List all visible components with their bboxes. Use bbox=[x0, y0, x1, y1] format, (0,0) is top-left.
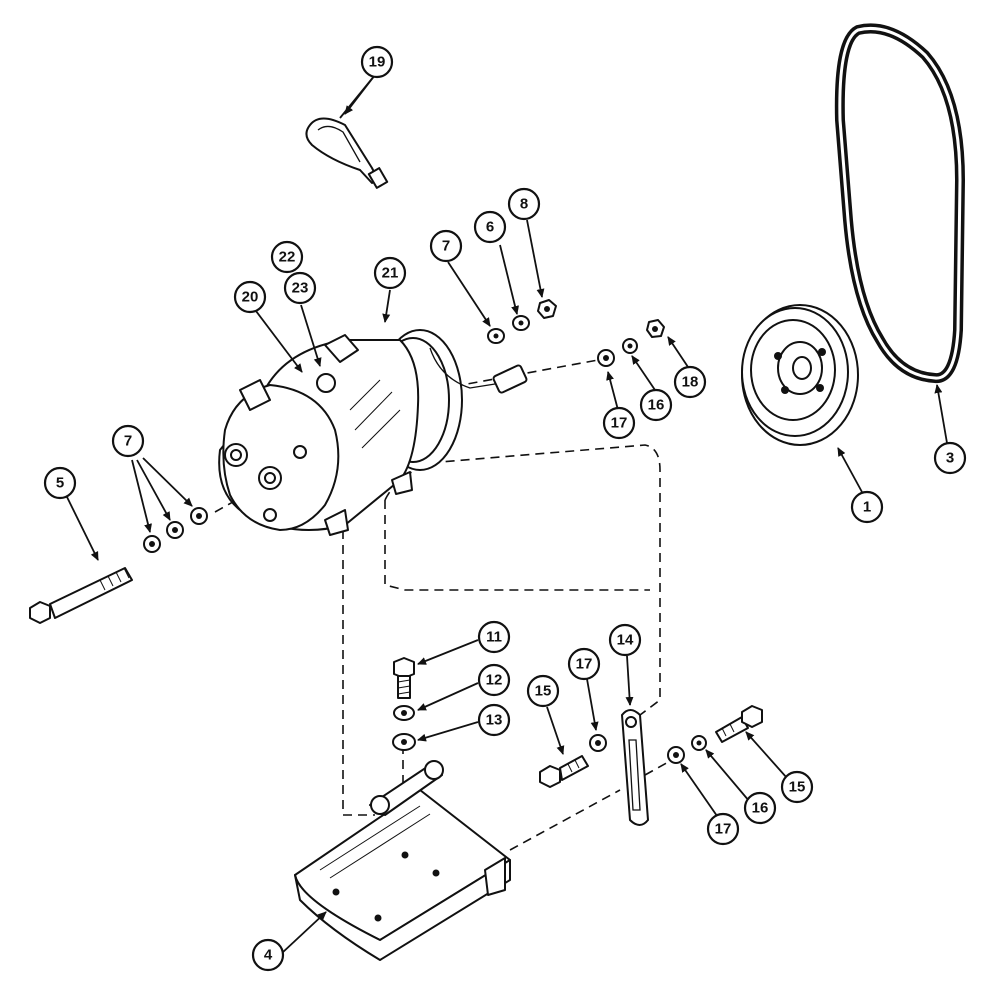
callout-1: 1 bbox=[850, 490, 884, 524]
callout-15-left: 15 bbox=[526, 674, 560, 708]
callout-11: 11 bbox=[477, 620, 511, 654]
callout-7-upper-label: 7 bbox=[442, 238, 450, 255]
callout-17-middle: 17 bbox=[567, 647, 601, 681]
callout-22-label: 22 bbox=[279, 249, 296, 266]
assembly-dash-lines bbox=[214, 324, 673, 851]
drive-belt bbox=[834, 23, 965, 383]
callout-15-right-label: 15 bbox=[789, 779, 806, 796]
callout-3-label: 3 bbox=[946, 450, 954, 467]
callout-16-lower-label: 16 bbox=[752, 800, 769, 817]
callout-17-upper: 17 bbox=[602, 406, 636, 440]
callout-4-label: 4 bbox=[264, 947, 273, 964]
callout-7-left: 7 bbox=[111, 424, 145, 458]
callout-17-upper-label: 17 bbox=[611, 415, 628, 432]
callout-5-label: 5 bbox=[56, 475, 64, 492]
callout-12-label: 12 bbox=[486, 672, 503, 689]
pulley bbox=[741, 304, 859, 446]
strap-part bbox=[305, 117, 389, 189]
callout-5: 5 bbox=[43, 466, 77, 500]
callout-4: 4 bbox=[251, 938, 285, 972]
callout-14-label: 14 bbox=[617, 632, 634, 649]
callout-6-label: 6 bbox=[486, 219, 494, 236]
callout-7-left-label: 7 bbox=[124, 433, 132, 450]
mounting-bracket bbox=[294, 760, 511, 961]
callout-23: 23 bbox=[283, 271, 317, 305]
ac-compressor bbox=[218, 329, 528, 536]
callout-7-upper: 7 bbox=[429, 229, 463, 263]
callout-21-label: 21 bbox=[382, 265, 399, 282]
callout-17-lower: 17 bbox=[706, 812, 740, 846]
callout-18-label: 18 bbox=[682, 374, 699, 391]
callout-17-middle-label: 17 bbox=[576, 656, 593, 673]
callout-15-right: 15 bbox=[780, 770, 814, 804]
callout-1-label: 1 bbox=[863, 499, 871, 516]
adjusting-link bbox=[621, 709, 649, 826]
callout-21: 21 bbox=[373, 256, 407, 290]
link-hardware-lower bbox=[539, 705, 763, 788]
callout-19: 19 bbox=[360, 45, 394, 79]
callout-3: 3 bbox=[933, 441, 967, 475]
callout-17-lower-label: 17 bbox=[715, 821, 732, 838]
callout-8: 8 bbox=[507, 187, 541, 221]
long-bolt-and-washers bbox=[29, 507, 208, 624]
callout-8-label: 8 bbox=[520, 196, 528, 213]
callout-16-lower: 16 bbox=[743, 791, 777, 825]
callout-13-label: 13 bbox=[486, 712, 503, 729]
callout-19-label: 19 bbox=[369, 54, 386, 71]
callout-18: 18 bbox=[673, 365, 707, 399]
callout-13: 13 bbox=[477, 703, 511, 737]
compressor-hardware-upper bbox=[487, 299, 665, 367]
callout-20: 20 bbox=[233, 280, 267, 314]
callout-22: 22 bbox=[270, 240, 304, 274]
callout-6: 6 bbox=[473, 210, 507, 244]
callout-16-upper: 16 bbox=[639, 388, 673, 422]
callout-15-left-label: 15 bbox=[535, 683, 552, 700]
callout-11-label: 11 bbox=[486, 629, 502, 646]
callout-14: 14 bbox=[608, 623, 642, 657]
callout-16-upper-label: 16 bbox=[648, 397, 665, 414]
callout-12: 12 bbox=[477, 663, 511, 697]
callout-23-label: 23 bbox=[292, 280, 309, 297]
callout-20-label: 20 bbox=[242, 289, 259, 306]
bracket-bolt-stack bbox=[392, 657, 416, 751]
